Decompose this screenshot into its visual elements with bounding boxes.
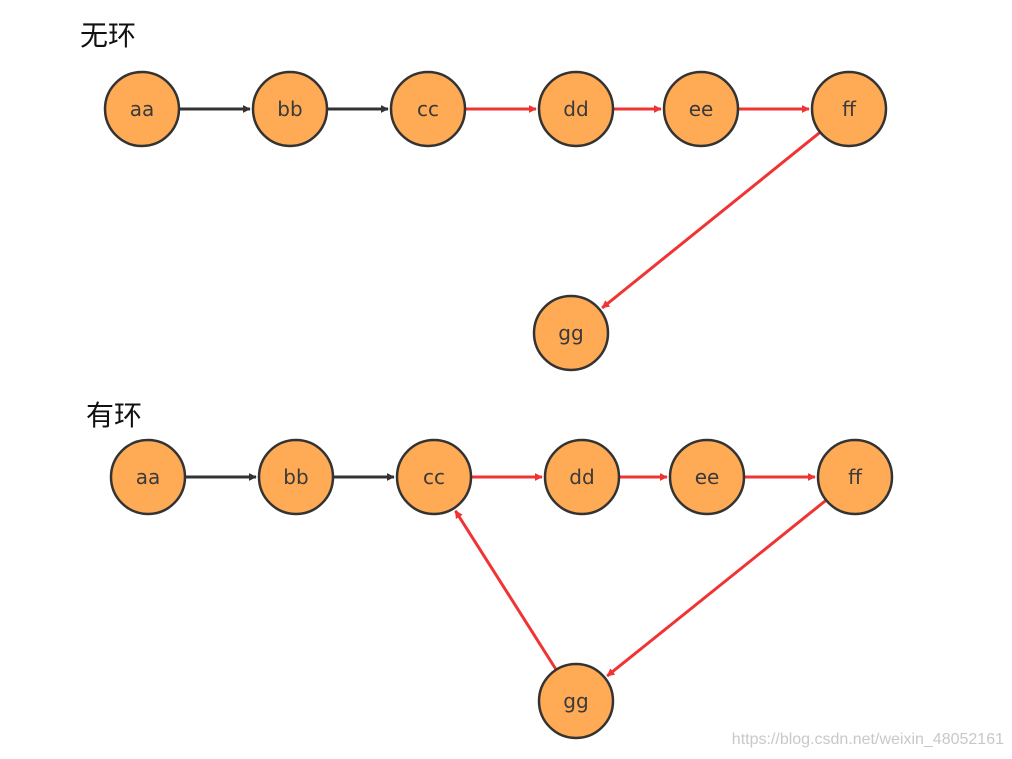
- edges-layer: [179, 105, 828, 678]
- node-ee: ee: [668, 438, 746, 516]
- node-circle-dd: [537, 70, 615, 148]
- node-label-ee: ee: [689, 97, 714, 121]
- node-circle-gg: [537, 662, 615, 740]
- node-label-aa: aa: [136, 465, 161, 489]
- node-circle-gg: [532, 294, 610, 372]
- node-bb: bb: [257, 438, 335, 516]
- node-gg: gg: [532, 294, 610, 372]
- node-circle-ff: [810, 70, 888, 148]
- node-circle-ff: [816, 438, 894, 516]
- node-circle-dd: [543, 438, 621, 516]
- node-circle-bb: [257, 438, 335, 516]
- node-label-ee: ee: [695, 465, 720, 489]
- node-gg: gg: [537, 662, 615, 740]
- diagram-0-nodes: aa bb cc dd ee ff gg: [103, 70, 888, 372]
- cyclic-title: 有环: [86, 399, 143, 432]
- node-circle-cc: [395, 438, 473, 516]
- node-ff: ff: [810, 70, 888, 148]
- node-label-ff: ff: [848, 465, 863, 489]
- node-label-gg: gg: [563, 689, 588, 713]
- node-bb: bb: [251, 70, 329, 148]
- node-circle-ee: [662, 70, 740, 148]
- node-circle-cc: [389, 70, 467, 148]
- node-circle-ee: [668, 438, 746, 516]
- diagram-1-edges: [185, 473, 828, 678]
- diagram-1-nodes: aa bb cc dd ee ff gg: [109, 438, 894, 740]
- edge-ff-to-gg: [601, 131, 822, 310]
- acyclic-title: 无环: [80, 19, 137, 52]
- edge-gg-to-cc: [454, 509, 558, 671]
- node-dd: dd: [537, 70, 615, 148]
- node-label-bb: bb: [283, 465, 308, 489]
- node-circle-aa: [103, 70, 181, 148]
- node-circle-bb: [251, 70, 329, 148]
- node-label-bb: bb: [277, 97, 302, 121]
- diagram-0-edges: [179, 105, 822, 310]
- node-label-cc: cc: [417, 97, 439, 121]
- edge-ff-to-gg: [606, 498, 828, 678]
- nodes-layer: aa bb cc dd ee ff gg aa bb cc dd ee ff gg: [103, 70, 894, 740]
- node-label-aa: aa: [130, 97, 155, 121]
- node-dd: dd: [543, 438, 621, 516]
- node-cc: cc: [395, 438, 473, 516]
- node-ee: ee: [662, 70, 740, 148]
- node-cc: cc: [389, 70, 467, 148]
- node-label-ff: ff: [842, 97, 857, 121]
- node-aa: aa: [109, 438, 187, 516]
- watermark-url: https://blog.csdn.net/weixin_48052161: [731, 731, 1004, 748]
- node-label-cc: cc: [423, 465, 445, 489]
- node-ff: ff: [816, 438, 894, 516]
- node-label-gg: gg: [558, 321, 583, 345]
- node-label-dd: dd: [563, 97, 588, 121]
- node-label-dd: dd: [569, 465, 594, 489]
- node-aa: aa: [103, 70, 181, 148]
- node-circle-aa: [109, 438, 187, 516]
